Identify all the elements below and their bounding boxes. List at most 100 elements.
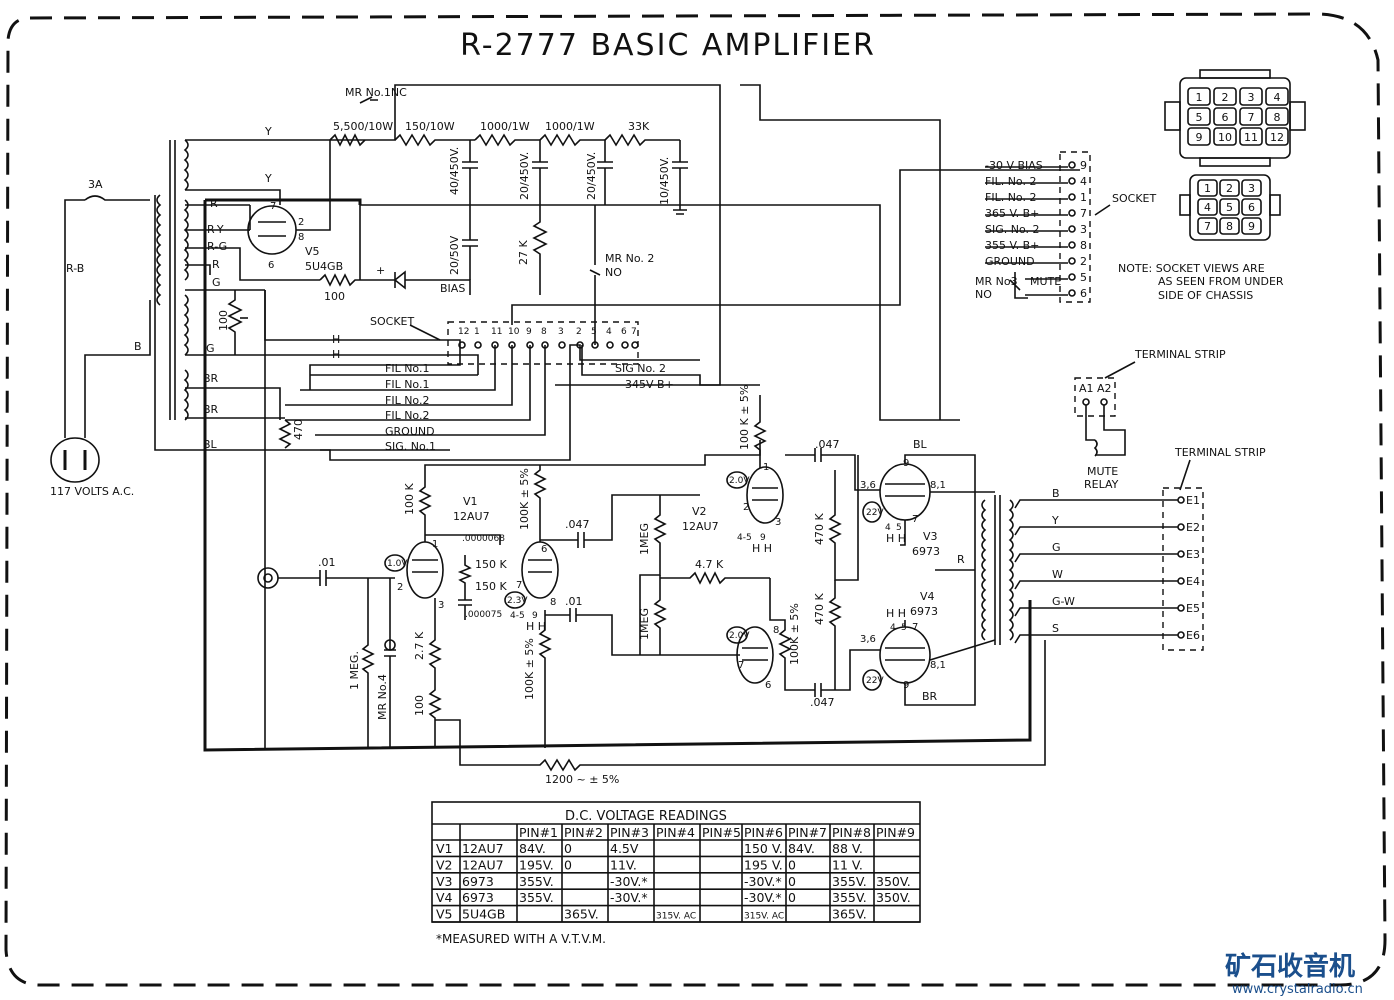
socket-view-12-pin xyxy=(1213,127,1237,146)
r5-label: 33K xyxy=(628,120,650,133)
lead-r-y: R-Y xyxy=(207,223,224,236)
note-line-1: NOTE: SOCKET VIEWS ARE xyxy=(1118,262,1265,275)
socket-view-9-pin xyxy=(1241,217,1262,235)
power-transformer-icon xyxy=(156,139,189,421)
r470k-a-label: 470 K xyxy=(813,513,826,545)
socket-view-9-pin-label: 3 xyxy=(1248,182,1255,195)
table-header: PIN#2 xyxy=(564,825,603,840)
table-header: PIN#4 xyxy=(656,825,695,840)
fuse-icon xyxy=(84,195,150,201)
v1-left-triode-icon xyxy=(406,541,444,599)
v2-heater: H H xyxy=(752,542,772,555)
r4-label: 1000/1W xyxy=(545,120,595,133)
c2-label: 20/450V. xyxy=(518,152,531,200)
output-transformer-icon xyxy=(981,499,987,641)
r27k-label: 27 K xyxy=(517,240,530,265)
output-terminal xyxy=(1177,577,1185,585)
table-cell: 355V. xyxy=(832,890,867,905)
wire-345v: 345V B+ xyxy=(625,378,674,391)
v3-pin-7: 7 xyxy=(912,514,918,525)
v4-pin-5: 5 xyxy=(901,623,907,633)
output-terminal xyxy=(1177,550,1185,558)
v4-cathode-voltage: 22V xyxy=(866,676,884,686)
table-tube-type: 5U4GB xyxy=(462,907,505,922)
v2-pin-6: 6 xyxy=(765,680,771,691)
socket9-wire-label: SIG. No. 2 xyxy=(985,223,1040,236)
v1-label: V1 xyxy=(463,495,478,508)
v3-cathode-voltage: 22V xyxy=(866,508,884,518)
v2b-cathode-voltage: 2.0V xyxy=(729,631,750,641)
v1-pin-6: 6 xyxy=(541,544,547,555)
socket-view-9-pin xyxy=(1219,217,1240,235)
table-cell: 84V. xyxy=(519,841,546,856)
table-cell: 365V. xyxy=(564,907,599,922)
socket12-pin-label: 3 xyxy=(558,327,564,337)
socket12-pin xyxy=(558,341,566,349)
v3-heater: H H xyxy=(886,532,906,545)
hum-pot-label: 100 xyxy=(217,310,230,331)
table-cell: 0 xyxy=(564,857,572,872)
socket9-pin-label: 4 xyxy=(1080,175,1087,188)
table-cell: 315V. AC xyxy=(656,912,696,922)
socket-view-12-pin xyxy=(1213,107,1237,126)
output-terminal xyxy=(1177,604,1185,612)
socket12-pin-label: 4 xyxy=(606,327,612,337)
v4-pin-4: 4 xyxy=(890,623,896,633)
socket12-pin xyxy=(606,341,614,349)
socket9-pin-label: 6 xyxy=(1080,287,1087,300)
lead-g: G xyxy=(212,276,221,289)
v4-pin-36: 3,6 xyxy=(860,634,876,645)
socket-view-12-pin xyxy=(1239,107,1263,126)
socket9-wire-label: 355 V. B+ xyxy=(985,239,1039,252)
table-tube: V1 xyxy=(436,841,453,856)
socket9-pin xyxy=(1068,289,1076,297)
table-tube: V3 xyxy=(436,874,453,889)
table-tube: V2 xyxy=(436,857,453,872)
output-lead-label: G-W xyxy=(1052,595,1075,608)
v4-pin-9: 9 xyxy=(903,680,909,691)
output-terminal-label: E2 xyxy=(1186,521,1200,534)
socket-view-12-pin xyxy=(1187,127,1211,146)
table-header: PIN#6 xyxy=(744,825,783,840)
v3-pin-5: 5 xyxy=(896,523,902,533)
wire-sig2: SIG No. 2 xyxy=(615,362,666,375)
table-cell: 0 xyxy=(788,890,796,905)
output-terminal xyxy=(1177,496,1185,504)
mains-plug-icon xyxy=(50,437,100,483)
table-cell: 84V. xyxy=(788,841,815,856)
v4-label: V4 xyxy=(920,590,935,603)
socket12-pin-label: 9 xyxy=(526,327,532,337)
socket-view-12-pin xyxy=(1265,127,1289,146)
table-cell: -30V.* xyxy=(610,890,648,905)
socket-view-9-pin-label: 1 xyxy=(1204,182,1211,195)
amplifier-section: .01 1 MEG. MR No.4 V1 12AU7 1 2 3 6 7 8 … xyxy=(203,198,1046,786)
note-line-3: SIDE OF CHASSIS xyxy=(1158,289,1253,302)
socket-view-9-pin-label: 6 xyxy=(1248,201,1255,214)
v1b-cathode-voltage: 2.3V xyxy=(507,596,528,606)
v2b-plate-r-label: 100K ± 5% xyxy=(788,603,801,665)
socket-view-9-pin xyxy=(1197,198,1218,216)
table-header: PIN#5 xyxy=(702,825,741,840)
socket-view-9-pin-label: 9 xyxy=(1248,220,1255,233)
v4-pin-7: 7 xyxy=(912,622,918,633)
socket-view-12-pin-label: 10 xyxy=(1218,131,1232,144)
v2-pin-9: 9 xyxy=(760,533,766,543)
v3-bl-lead: BL xyxy=(913,438,928,451)
v1-pin-7: 7 xyxy=(516,580,522,591)
socket9-label: SOCKET xyxy=(1112,192,1156,205)
primary-lead-label: R-B xyxy=(66,262,84,275)
mute-relay-label-2: RELAY xyxy=(1084,478,1119,491)
bias-resistor-label: 100 xyxy=(324,290,345,303)
socket-view-12-pin xyxy=(1187,107,1211,126)
socket-view-9-pin-label: 2 xyxy=(1226,182,1233,195)
socket9-pin xyxy=(1068,177,1076,185)
socket12-pin xyxy=(621,341,629,349)
wire-sig1: SIG. No.1 xyxy=(385,440,436,453)
socket-view-12-pin-label: 5 xyxy=(1196,111,1203,124)
socket9-wire-label: FIL. No. 2 xyxy=(985,191,1036,204)
socket-view-12-pin xyxy=(1239,127,1263,146)
v2-lower-triode-icon xyxy=(736,626,774,684)
socket12-pin-label: 1 xyxy=(474,327,480,337)
